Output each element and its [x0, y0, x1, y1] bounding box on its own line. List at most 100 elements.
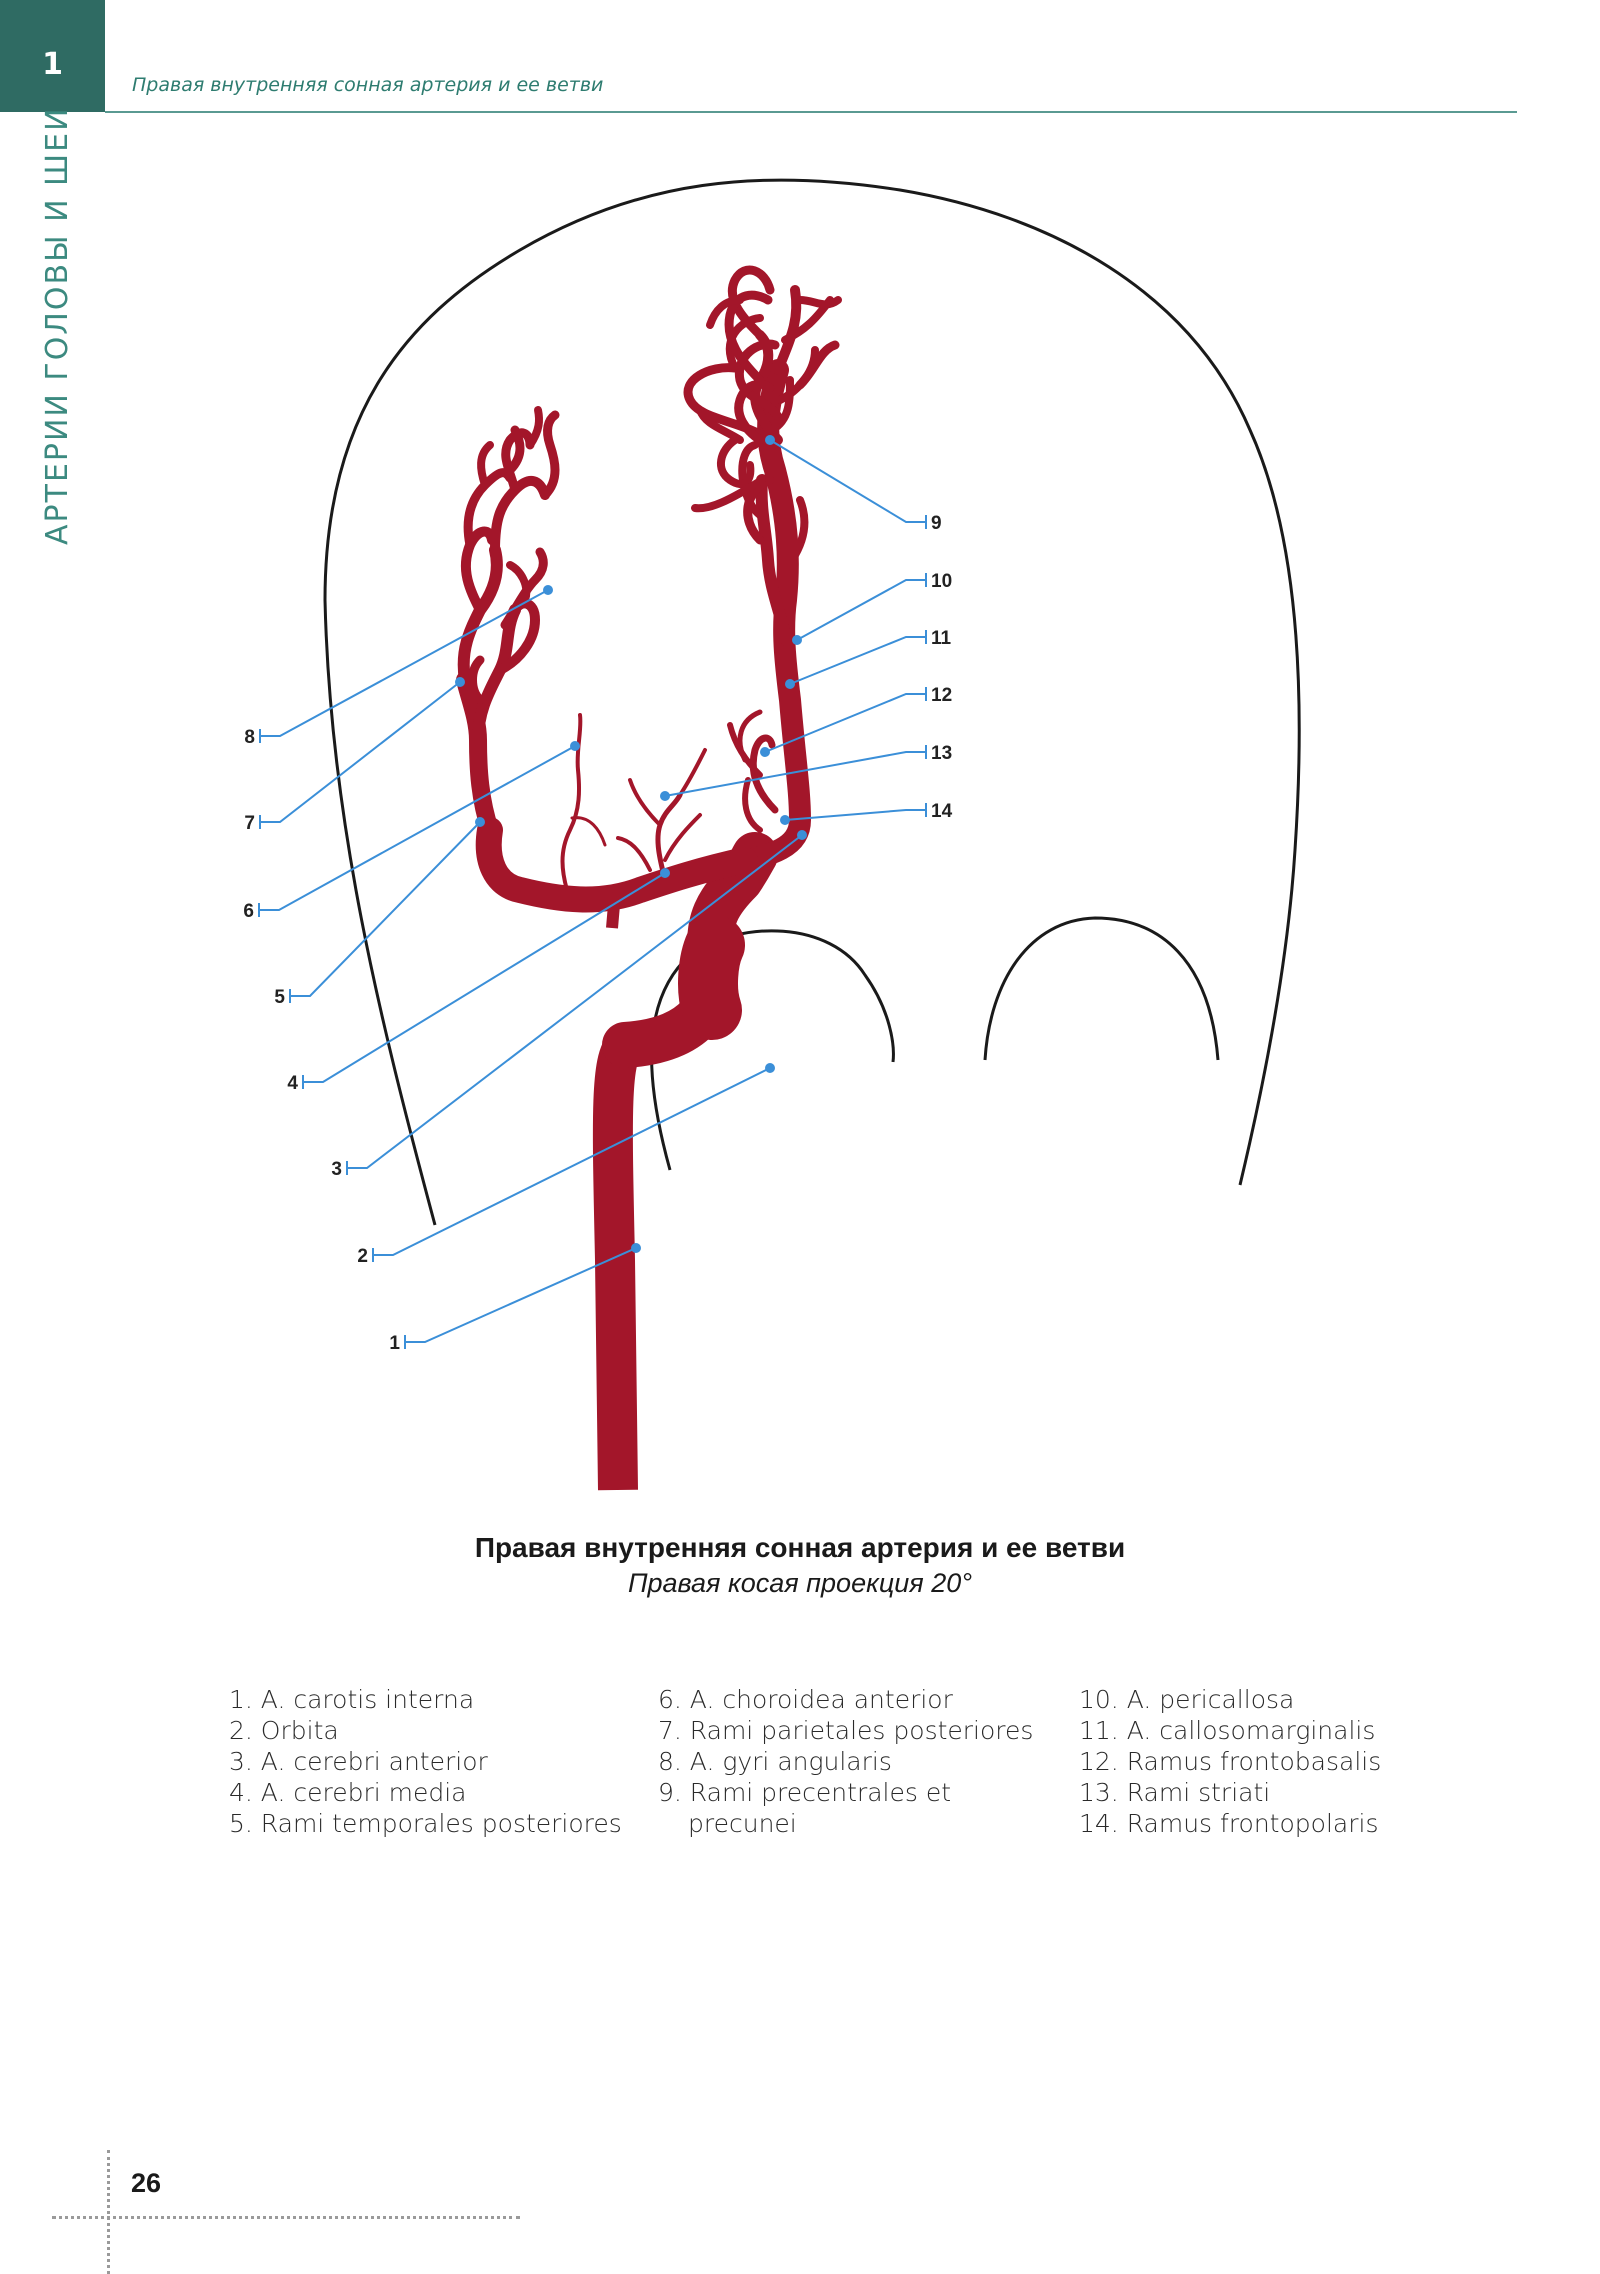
aca-top-coil-1: [734, 339, 785, 425]
legend-item: 13. Rami striati: [1079, 1778, 1271, 1807]
callout-label-12: 12: [931, 685, 952, 706]
dot-8: [543, 585, 553, 595]
legend-item: 3. A. cerebri anterior: [229, 1747, 488, 1776]
skull-outline: [323, 178, 1301, 1226]
dot-12: [760, 747, 770, 757]
leader-6: [259, 745, 576, 911]
striate-artery-4: [616, 836, 652, 872]
aca-loop-small: [717, 436, 755, 488]
anterior-choroidal-twig: [570, 816, 607, 847]
aca-anterior-twig: [725, 314, 764, 372]
callout-label-8: 8: [244, 727, 255, 748]
legend-item: 14. Ramus frontopolaris: [1079, 1809, 1379, 1838]
legend-column-1: 1. A. carotis interna 2. Orbita 3. A. ce…: [229, 1684, 622, 1839]
dot-11: [785, 679, 795, 689]
legend-column-3: 10. A. pericallosa 11. A. callosomargina…: [1079, 1684, 1381, 1839]
callout-dots: [455, 435, 807, 1253]
footer-dotted-rule: [52, 2216, 520, 2219]
mca-branch-4: [490, 476, 550, 555]
dot-13: [660, 791, 670, 801]
striate-artery-2: [663, 813, 702, 862]
legend-item: 11. A. callosomarginalis: [1079, 1716, 1376, 1745]
figure-caption: Правая внутренняя сонная артерия и ее ве…: [0, 1532, 1600, 1599]
callout-label-10: 10: [931, 571, 952, 592]
callout-label-4: 4: [287, 1073, 298, 1094]
mca-branch-13: [477, 441, 494, 489]
legend-item: 9. Rami precentrales et: [658, 1778, 952, 1807]
mca-branch-9: [500, 547, 548, 630]
dot-14: [780, 815, 790, 825]
striate-artery-3: [678, 748, 707, 797]
callout-label-1: 1: [389, 1333, 400, 1354]
dot-9: [765, 435, 775, 445]
leader-4: [303, 872, 666, 1083]
callout-label-3: 3: [331, 1159, 342, 1180]
leader-9: [769, 439, 926, 523]
caption-subtitle: Правая косая проекция 20°: [627, 1568, 973, 1598]
legend-item: 7. Rami parietales posteriores: [658, 1716, 1034, 1745]
footer-dotted-rule-vertical: [107, 2150, 110, 2274]
dot-3: [797, 830, 807, 840]
running-head: Правая внутренняя сонная артерия и ее ве…: [132, 74, 604, 96]
callout-label-5: 5: [274, 987, 285, 1008]
callout-label-11: 11: [931, 628, 952, 649]
striate-branch: [742, 777, 763, 833]
aca-branch-b: [773, 285, 802, 375]
dot-6: [570, 741, 580, 751]
legend-item: 12. Ramus frontobasalis: [1079, 1747, 1382, 1776]
legend-item: 8. A. gyri angularis: [658, 1747, 892, 1776]
leader-1: [405, 1247, 637, 1343]
frontobasal-branch: [749, 734, 779, 814]
legend-item: 10. A. pericallosa: [1079, 1685, 1295, 1714]
callout-label-9: 9: [931, 513, 942, 534]
leader-3: [347, 834, 803, 1169]
leader-2: [373, 1067, 771, 1256]
callout-label-2: 2: [357, 1246, 368, 1267]
legend-item: 4. A. cerebri media: [229, 1778, 467, 1807]
caption-title: Правая внутренняя сонная артерия и ее ве…: [474, 1532, 1126, 1563]
chapter-number: 1: [42, 46, 63, 82]
leader-14: [784, 809, 926, 821]
leader-7: [260, 681, 461, 823]
dot-2: [765, 1063, 775, 1073]
dot-7: [455, 677, 465, 687]
leader-13: [664, 751, 926, 797]
mca-stub: [606, 892, 621, 929]
callout-label-14: 14: [931, 801, 953, 822]
legend-item: 6. A. choroidea anterior: [658, 1685, 953, 1714]
mca-branch-10: [506, 561, 531, 604]
leader-5: [290, 821, 481, 997]
mca-branch-8: [540, 410, 560, 500]
mca-trunk: [475, 817, 758, 913]
mca-branch-12: [505, 425, 525, 475]
aca-upper-left-twig: [706, 296, 744, 329]
dot-4: [660, 868, 670, 878]
mca-branch-11: [468, 655, 485, 705]
legend-item: 5. Rami temporales posteriores: [229, 1809, 622, 1838]
legend-item: 2. Orbita: [229, 1716, 339, 1745]
angiogram-figure: 1 2 3 4 5 6 7 8 9 10 11 12 13 14: [243, 178, 1301, 1491]
internal-carotid-artery-tree: [456, 265, 842, 1491]
dot-10: [792, 635, 802, 645]
dot-5: [475, 817, 485, 827]
callout-label-13: 13: [931, 743, 952, 764]
mca-branch-14: [526, 406, 543, 449]
page-number: 26: [131, 2168, 162, 2198]
callout-label-7: 7: [244, 813, 255, 834]
ica-bulb: [678, 915, 745, 1040]
aca-top-arc: [724, 290, 773, 385]
leader-12: [764, 693, 926, 753]
aca-branch-loop-right: [788, 496, 809, 564]
leader-11: [789, 636, 926, 685]
frontobasal-small: [737, 709, 763, 763]
aca-upper-right-twig: [796, 296, 842, 309]
callout-numbers: 1 2 3 4 5 6 7 8 9 10 11 12 13 14: [243, 513, 952, 1354]
aca-branch-left-twig: [691, 476, 766, 513]
legend-item-continuation: precunei: [688, 1809, 797, 1838]
aca-top-coil-2: [727, 265, 775, 340]
aca-top-branch-right: [795, 340, 840, 390]
callout-label-6: 6: [243, 901, 254, 922]
aca-top-loop-main: [734, 379, 775, 445]
striate-artery-1: [628, 778, 662, 827]
callout-leaders: [259, 439, 926, 1343]
